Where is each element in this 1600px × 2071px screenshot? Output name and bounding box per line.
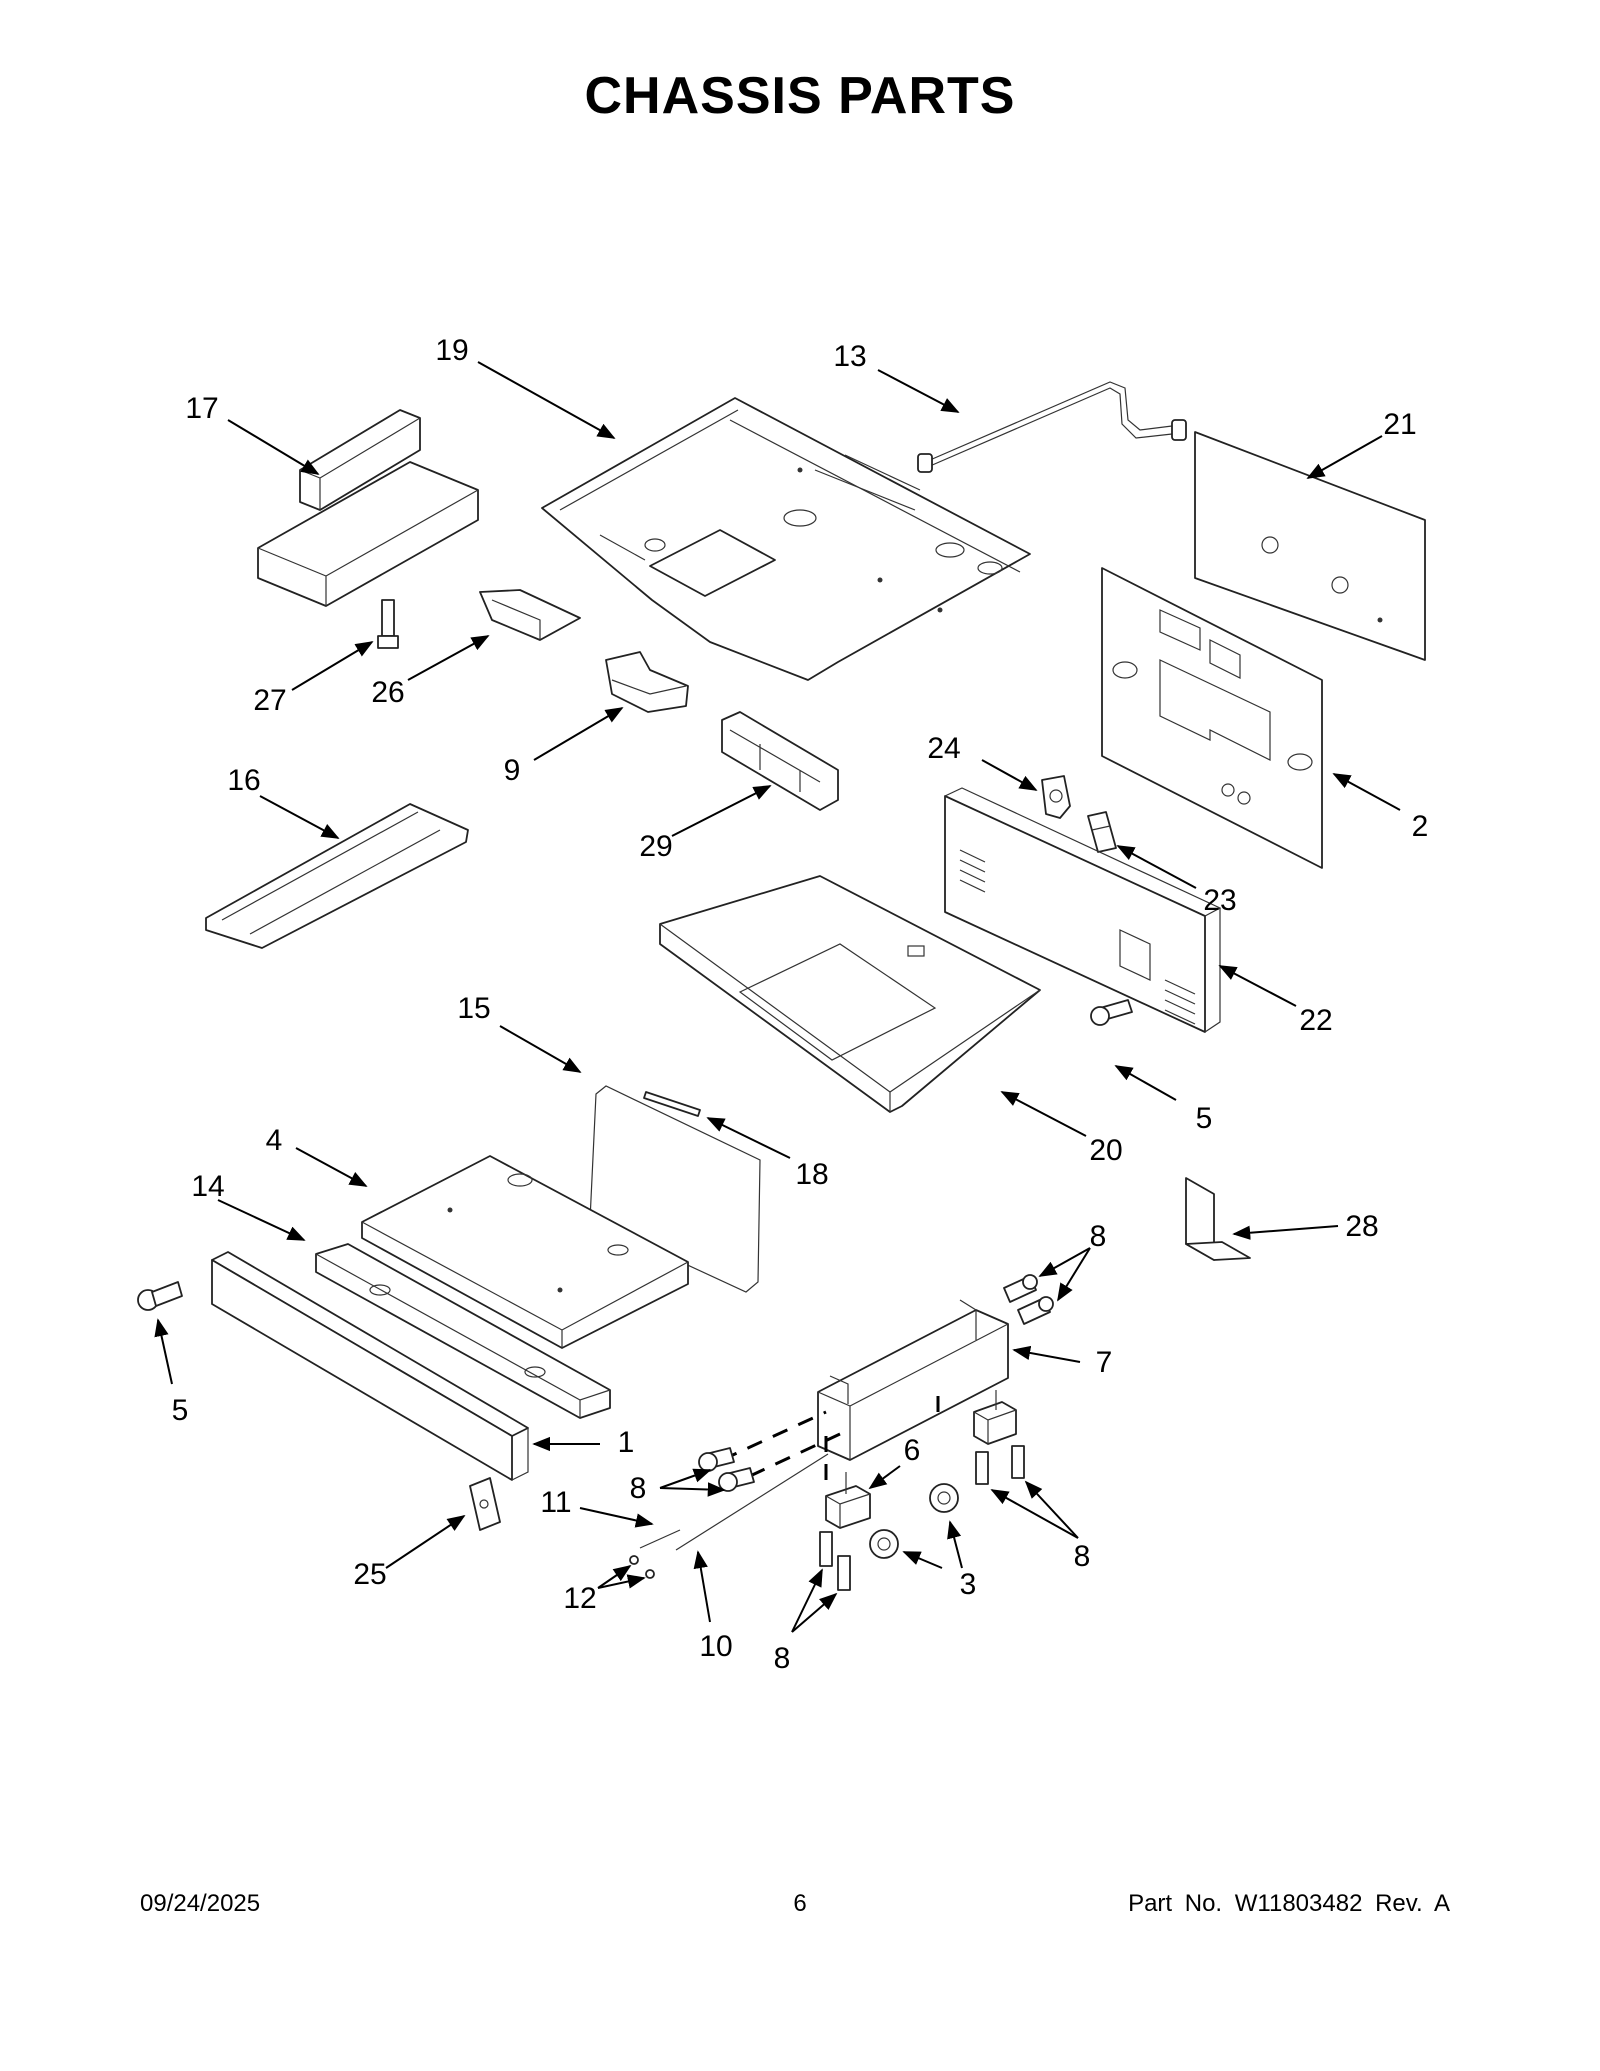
callout-13: 13: [833, 340, 866, 373]
part-21-rear-panel: [1194, 431, 1426, 661]
callout-25: 25: [353, 1558, 386, 1591]
part-5-screw-right: [1090, 999, 1133, 1026]
callout-8-bottom: 8: [774, 1642, 791, 1675]
callout-12: 12: [563, 1582, 596, 1615]
callout-8-upper: 8: [1090, 1220, 1107, 1253]
part-3-leveling-feet: [869, 1483, 959, 1559]
callout-24: 24: [927, 732, 960, 765]
callout-leaders: [154, 361, 1401, 1633]
part-26-bracket: [479, 589, 581, 641]
part-7-leg-channel: [817, 1299, 1009, 1461]
callout-2: 2: [1412, 810, 1429, 843]
part-2-rear-shield: [1101, 567, 1323, 869]
callout-4: 4: [266, 1124, 283, 1157]
callout-28: 28: [1345, 1210, 1378, 1243]
footer-date: 09/24/2025: [140, 1890, 261, 1917]
part-24-valve: [1041, 775, 1071, 819]
part-17-tray: [257, 409, 479, 607]
part-27-screw: [377, 599, 399, 649]
callout-18: 18: [795, 1158, 828, 1191]
callout-14: 14: [191, 1170, 224, 1203]
callout-19: 19: [435, 334, 468, 367]
part-10-rod: [675, 1453, 829, 1551]
part-11-pin: [639, 1529, 681, 1549]
footer-page-number: 6: [793, 1890, 807, 1917]
part-19-top-panel: [541, 397, 1031, 681]
part-9-bracket: [605, 651, 689, 713]
callout-20: 20: [1089, 1134, 1122, 1167]
callout-labels: 19 13 17 21 27 26 9 24 2 16 29 23 22 15 …: [172, 334, 1429, 1675]
callout-7: 7: [1096, 1346, 1113, 1379]
callout-8-center: 8: [630, 1472, 647, 1505]
part-6-leg-bracket-right: [973, 1390, 1017, 1445]
part-8-bolts-upper: [1003, 1274, 1054, 1325]
callout-26: 26: [371, 676, 404, 709]
part-28-bracket: [1185, 1177, 1251, 1261]
callout-8-lower-right: 8: [1074, 1540, 1091, 1573]
callout-10: 10: [699, 1630, 732, 1663]
alignment-lines: [721, 1396, 940, 1490]
callout-11: 11: [540, 1486, 571, 1519]
callout-22: 22: [1299, 1004, 1332, 1037]
part-4-floor-panel: [361, 1155, 689, 1349]
callout-15: 15: [457, 992, 490, 1025]
part-12-clips: [629, 1555, 655, 1579]
part-16-rail: [205, 803, 469, 949]
part-8-bolts-bottom: [819, 1531, 851, 1591]
footer-part-number: Part No. W11803482 Rev. A: [1128, 1890, 1450, 1917]
part-8-bolts-lower-right: [975, 1445, 1025, 1485]
part-29-module: [721, 711, 839, 811]
callout-1: 1: [618, 1426, 635, 1459]
part-5-screw-left: [137, 1281, 183, 1311]
part-14-front-rail: [315, 1243, 611, 1419]
callout-17: 17: [185, 392, 218, 425]
part-23-bracket: [1087, 811, 1117, 853]
callout-23: 23: [1203, 884, 1236, 917]
callout-29: 29: [639, 830, 672, 863]
callout-21: 21: [1383, 408, 1416, 441]
part-18-strip: [643, 1091, 701, 1117]
part-22-control-box: [944, 787, 1222, 1033]
part-6-leg-bracket: [825, 1472, 871, 1529]
callout-27: 27: [253, 684, 286, 717]
callout-16: 16: [227, 764, 260, 797]
part-25-clip: [469, 1477, 501, 1531]
callout-3: 3: [960, 1568, 977, 1601]
callout-9: 9: [504, 754, 521, 787]
page-title: CHASSIS PARTS: [584, 67, 1016, 125]
callout-6: 6: [904, 1434, 921, 1467]
part-1-front-panel: [211, 1251, 529, 1481]
callout-5-left: 5: [172, 1394, 189, 1427]
callout-5-right: 5: [1196, 1102, 1213, 1135]
part-20-tray: [659, 875, 1041, 1113]
part-8-bolts-center: [698, 1447, 755, 1492]
part-13-gas-pipe: [917, 381, 1187, 473]
